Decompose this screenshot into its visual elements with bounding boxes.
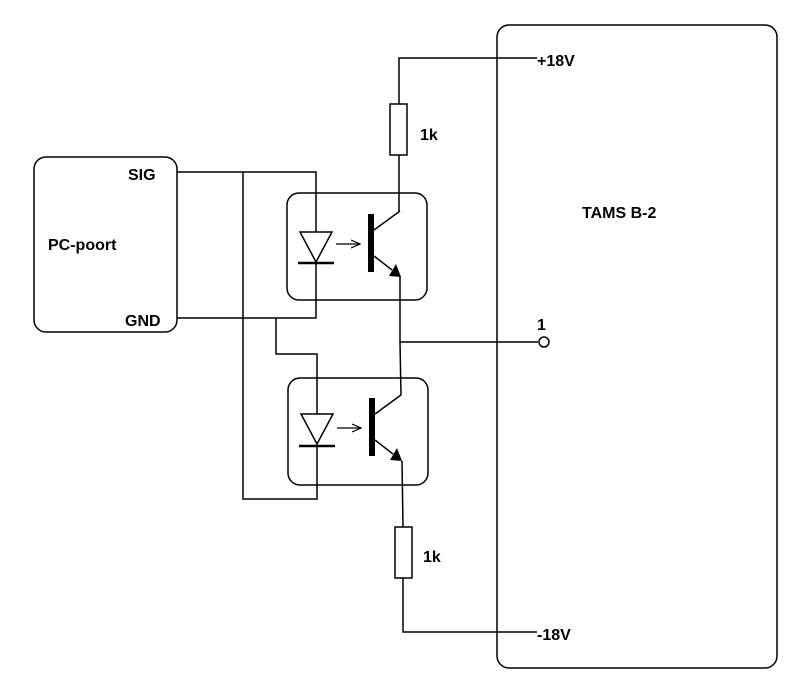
wire-sig-led-bottom xyxy=(242,172,318,500)
resistor-bottom: 1k xyxy=(394,526,441,579)
wire-plus-18v xyxy=(398,57,537,104)
optocoupler-top-outline xyxy=(286,192,428,301)
output-terminal xyxy=(538,336,550,348)
tams-plus-18v-label: +18V xyxy=(537,53,575,70)
resistor-bottom-body xyxy=(394,526,413,579)
wire-node-bottom-collector xyxy=(399,341,402,396)
optocoupler-bottom xyxy=(287,377,429,486)
optocoupler-bottom-transistor-base xyxy=(369,398,375,456)
resistor-top: 1k xyxy=(389,103,438,156)
pc-port-title: PC-poort xyxy=(48,237,117,254)
optocoupler-top xyxy=(286,192,428,301)
optocoupler-top-collector xyxy=(373,210,401,231)
resistor-top-body xyxy=(389,103,408,156)
optocoupler-bottom-emitter-arrow xyxy=(390,448,402,461)
optocoupler-top-transistor-base xyxy=(368,214,374,272)
tams-minus-18v-label: -18V xyxy=(537,627,571,644)
optocoupler-top-led-icon xyxy=(298,231,334,264)
optocoupler-bottom-collector xyxy=(374,394,402,415)
tams-module-title: TAMS B-2 xyxy=(582,205,656,222)
tams-module-outline xyxy=(496,24,778,669)
optocoupler-bottom-emitter xyxy=(374,439,394,455)
pc-port-block: PC-poort SIG GND xyxy=(33,156,178,333)
wiring xyxy=(177,57,538,633)
optocoupler-bottom-outline xyxy=(287,377,429,486)
wire-gnd-led-bottom xyxy=(275,318,318,414)
pc-port-outline xyxy=(33,156,178,333)
resistor-bottom-value: 1k xyxy=(423,549,441,566)
tams-module-block: TAMS B-2 +18V -18V 1 xyxy=(496,24,778,669)
wire-gnd-led-top xyxy=(177,263,317,319)
optocoupler-top-emitter-arrow xyxy=(389,264,401,277)
resistor-top-value: 1k xyxy=(420,127,438,144)
optocoupler-bottom-led-icon xyxy=(299,413,335,446)
wire-sig-led-top xyxy=(177,171,317,232)
wire-minus-18v xyxy=(402,578,537,633)
tams-pin-1-label: 1 xyxy=(537,317,546,334)
wire-output-node xyxy=(399,276,538,343)
pc-port-gnd-label: GND xyxy=(125,313,161,330)
pc-port-sig-label: SIG xyxy=(128,167,156,184)
wire-bottom-emitter-resistor xyxy=(401,460,404,528)
optocoupler-top-emitter xyxy=(373,255,393,271)
